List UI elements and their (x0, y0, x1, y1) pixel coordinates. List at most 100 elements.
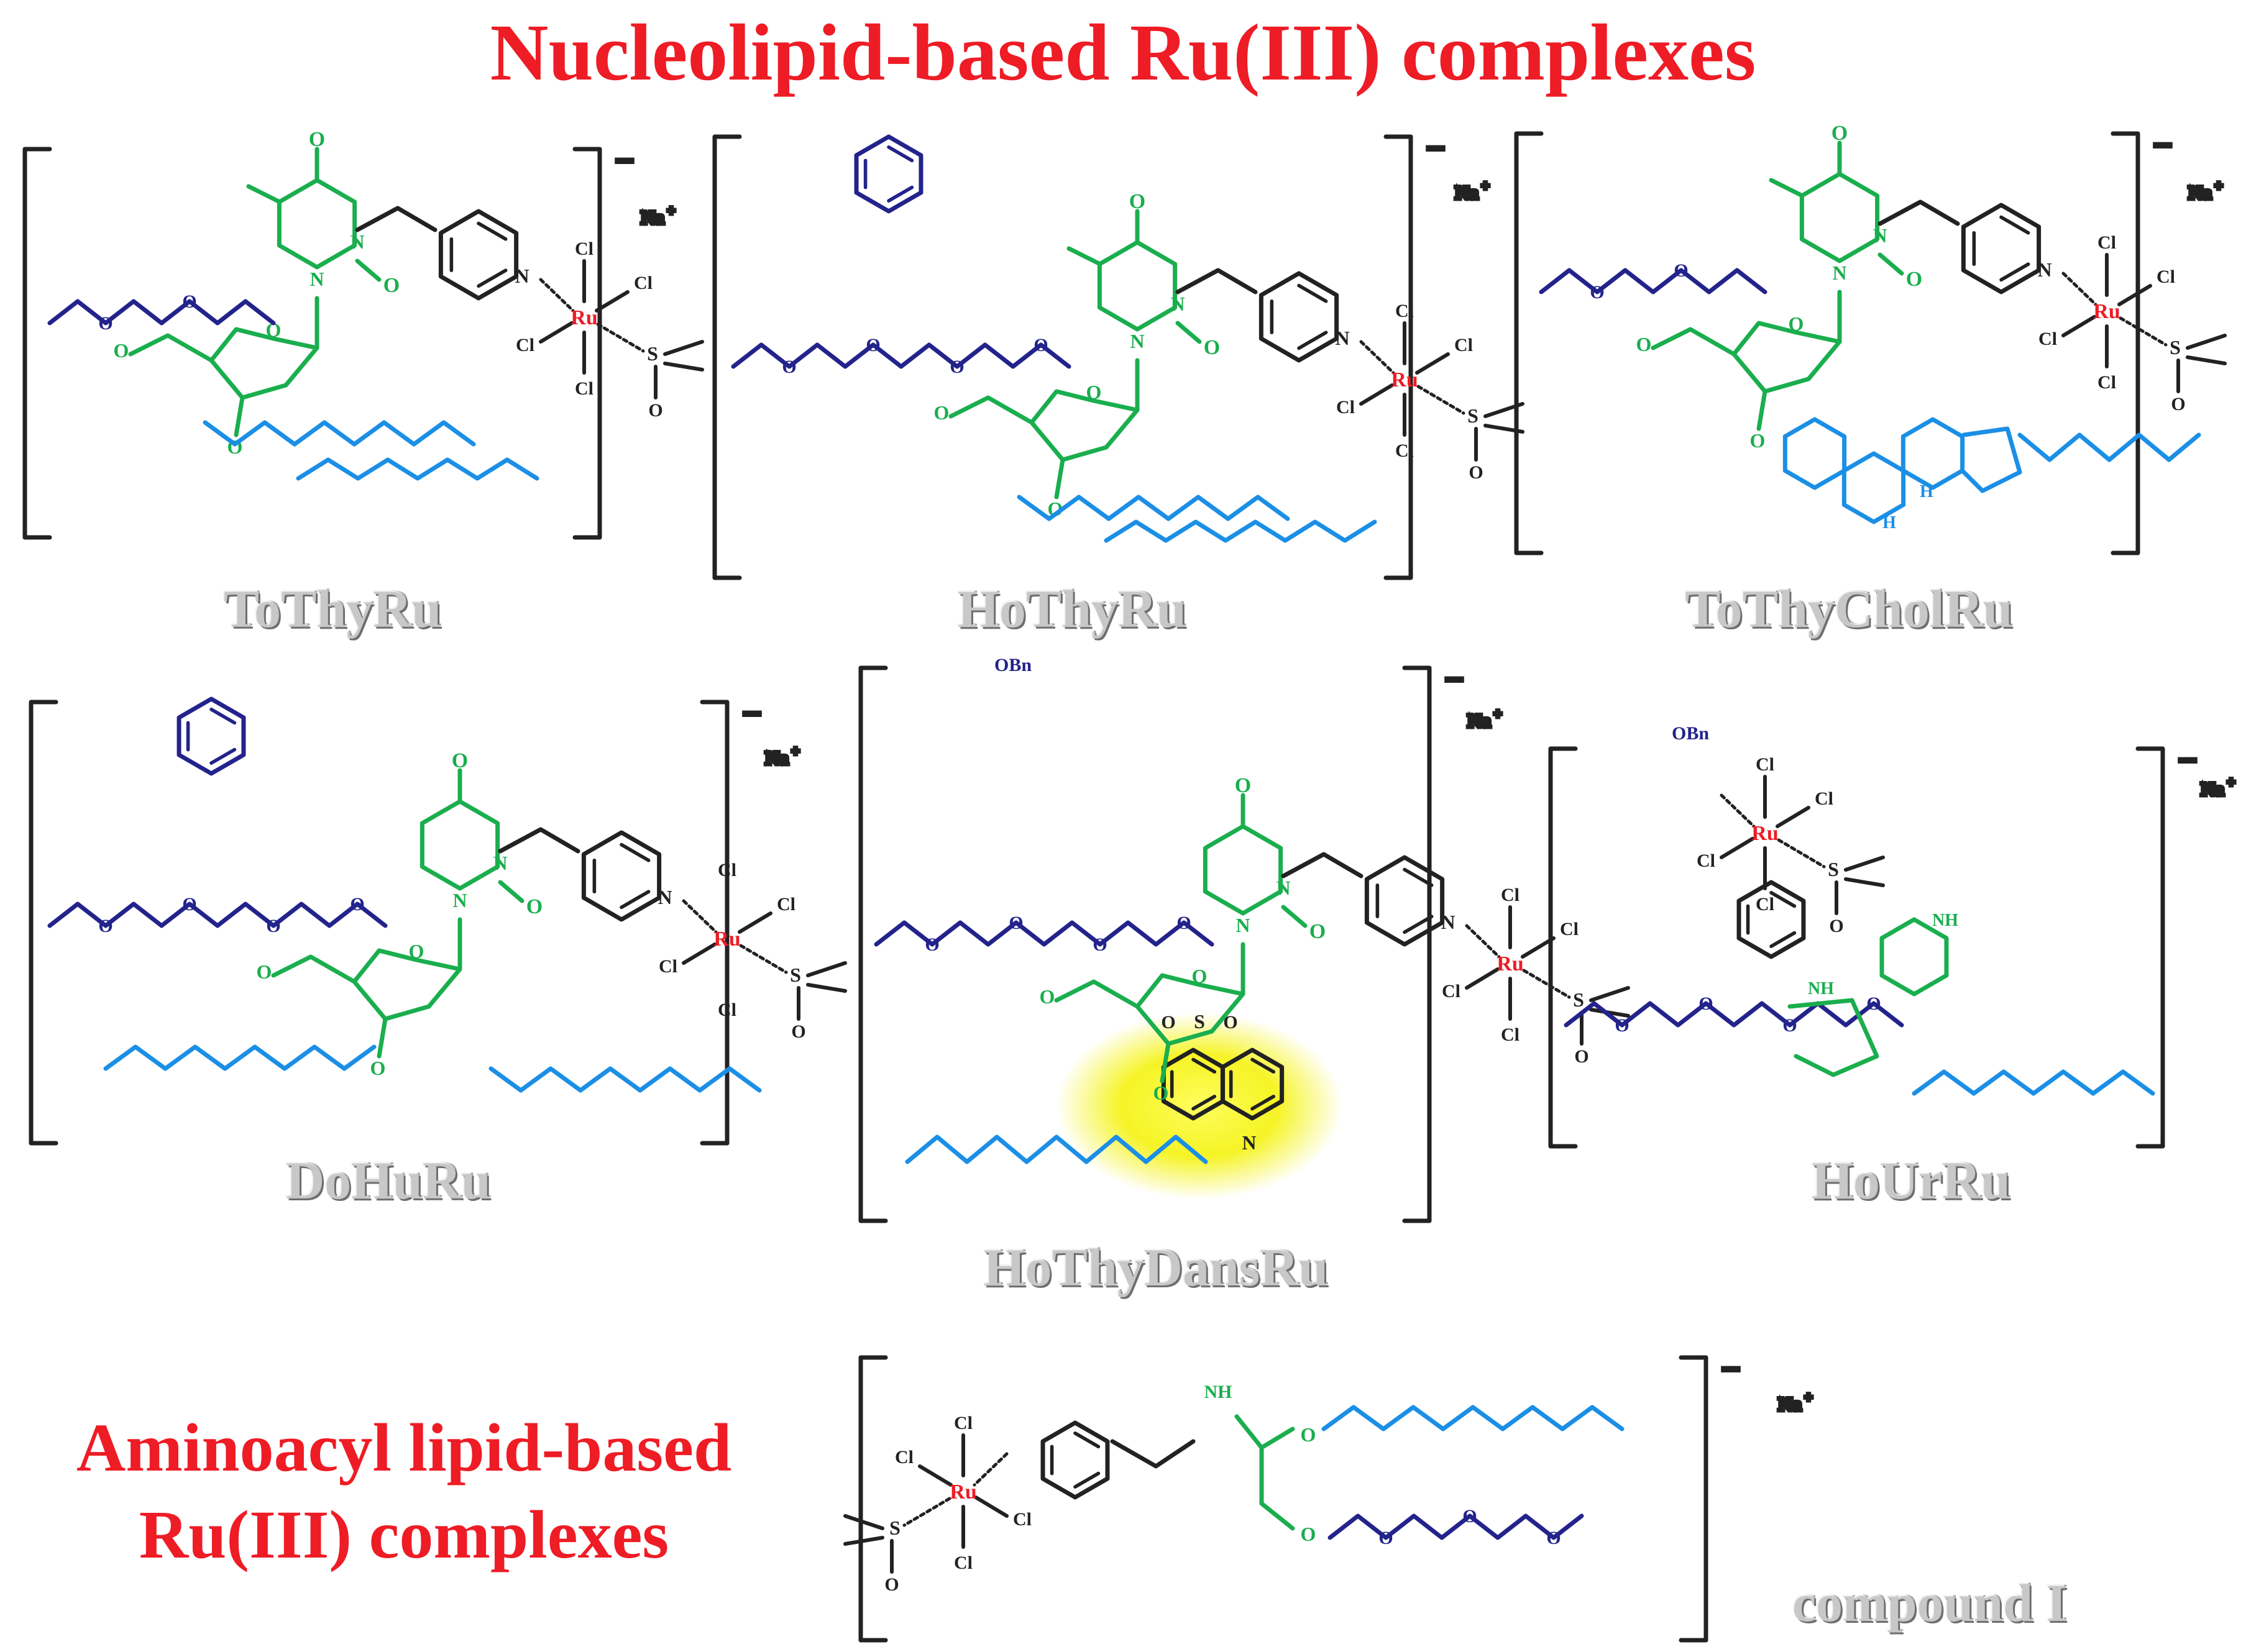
ring-bond (854, 134, 924, 214)
oxygen-atom: O (98, 916, 112, 936)
nitrogen-atom: N (1872, 224, 1887, 247)
lipid-bond (296, 457, 539, 481)
oxygen-atom: O (370, 1057, 386, 1079)
nucleobase-ring (1203, 824, 1283, 916)
methyl (1769, 178, 1805, 198)
oxygen-atom: O (526, 895, 543, 918)
carbonyl (498, 880, 525, 903)
chloride-atom: Cl (516, 335, 534, 355)
oxygen-atom: O (1831, 122, 1848, 145)
bond (1483, 402, 1524, 418)
compound-name-tothycholru: ToThyCholRu (1685, 579, 2013, 639)
double-bond (620, 890, 651, 910)
bond (918, 1464, 953, 1487)
ring-bond (1736, 880, 1806, 959)
ring-bond (438, 209, 519, 301)
nucleobase-ring (277, 178, 357, 270)
dashed-bond (2061, 272, 2097, 306)
bracket-right (2135, 746, 2165, 1149)
ring-bond (581, 830, 662, 922)
naphthalene-ring-b (1220, 1047, 1285, 1121)
bond (1415, 352, 1450, 375)
side-chain (1259, 1445, 1295, 1531)
double-bond (1297, 331, 1328, 350)
counterion-label: Na (1779, 1394, 1802, 1415)
chloride-atom: Cl (1815, 788, 1833, 809)
benzyl-ring-hothyru (854, 134, 924, 214)
lipid-bond (203, 420, 476, 447)
bond (663, 340, 704, 356)
oxygen-atom: O (1301, 1423, 1316, 1446)
bracket-tothycholru: –Na+ (1514, 124, 2225, 555)
counterion-label: Na (766, 748, 789, 769)
chloride-atom: Cl (1756, 754, 1774, 775)
lipid-hothyru-a (1017, 495, 1290, 521)
bond (843, 1514, 884, 1530)
oxygen-atom: O (266, 916, 280, 936)
bond (595, 290, 630, 313)
chloride-atom: Cl (1336, 397, 1355, 418)
ruthenium-atom: Ru (571, 306, 597, 329)
steroid-ring-a (1782, 417, 1847, 490)
bond (2186, 334, 2227, 350)
double-bond (209, 747, 237, 765)
oxygen-atom: O (1086, 381, 1102, 403)
double-bond (1769, 891, 1797, 908)
nh-group: NH (1204, 1382, 1232, 1402)
oxygen-atom: O (257, 961, 272, 983)
counterion-label: Na (1468, 711, 1491, 731)
dashed-bond (1777, 838, 1826, 869)
lipid-compound-i (1321, 1405, 1625, 1431)
ruthenium-atom: Ru (2093, 300, 2120, 323)
dashed-bond (596, 322, 645, 353)
bond (1589, 1008, 1630, 1018)
chloride-atom: Cl (777, 894, 795, 915)
lipid-bond (103, 1044, 377, 1071)
ring-bond (1961, 203, 2042, 294)
bracket-hourru: –Na+ (1548, 739, 2237, 1149)
counterion-charge: + (2227, 774, 2235, 790)
oxygen-atom: O (866, 335, 880, 355)
double-bond (1073, 1431, 1101, 1449)
counterion-label: Na (1455, 183, 1478, 203)
ruthenium-atom: Ru (1497, 952, 1523, 975)
bracket-hothyru: –Na+ (712, 127, 1492, 580)
double-bond (620, 842, 651, 862)
compound-name-compound-i: compound I (1792, 1573, 2068, 1633)
chloride-atom: Cl (1395, 440, 1414, 461)
oxygen-atom: O (1093, 934, 1107, 955)
oxygen-atom: O (1789, 313, 1804, 335)
benzyl-ring-dohuru (176, 696, 246, 776)
uracil-ring-hourru (1879, 917, 1949, 997)
sulfur-atom: S (1573, 988, 1584, 1011)
bond (2117, 284, 2152, 306)
bracket-dohuru: –Na+ (29, 693, 802, 1146)
bond (1720, 837, 1754, 859)
carbonyl (1175, 321, 1202, 344)
title-aminoacyl: Aminoacyl lipid-based Ru(III) complexes (76, 1410, 732, 1572)
bond (1054, 457, 1065, 500)
double-bond (1073, 1471, 1101, 1489)
bracket-right (1402, 665, 1432, 1223)
lipid-bond (2017, 432, 2201, 462)
counterion-charge: + (792, 743, 800, 759)
oxygen-atom: O (1866, 993, 1881, 1014)
methyl (1066, 246, 1102, 267)
nitrogen-atom: N (1130, 330, 1144, 352)
bracket-left (1514, 131, 1544, 555)
bond (1521, 936, 1556, 959)
pyridine-ring (1364, 855, 1445, 947)
bond (663, 362, 704, 372)
nitrogen-atom: N (2037, 258, 2051, 281)
ring-bond (1364, 855, 1445, 947)
counterion-charge: + (1805, 1389, 1813, 1405)
